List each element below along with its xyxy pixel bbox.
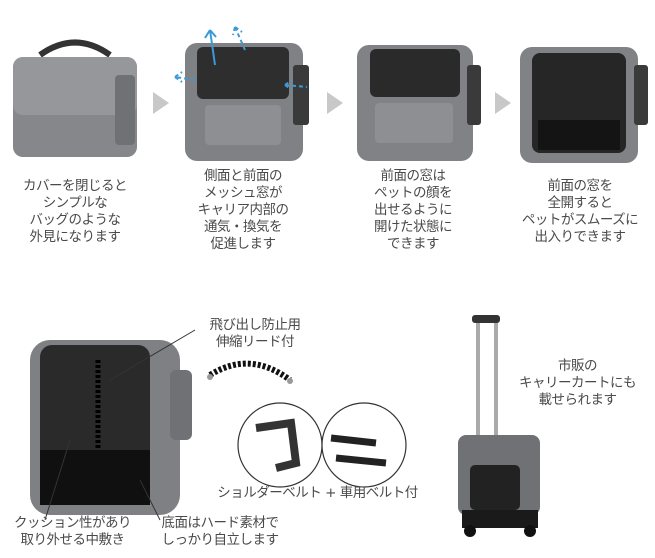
base-label: 底面はハード素材で しっかり自立します	[161, 515, 280, 548]
leash-label: 飛び出し防止用 伸縮リード付	[209, 317, 302, 350]
bag-fully-open-image	[520, 47, 648, 163]
belts-image	[237, 402, 407, 488]
bag-interior-image	[30, 329, 196, 521]
belts-label: ショルダーベルト + 車用ベルト付	[217, 485, 418, 501]
step-caption: 前面の窓を 全開すると ペットがスムーズに 出入りできます	[521, 178, 639, 245]
chevron-right-icon	[495, 92, 511, 114]
bag-closed-image	[13, 39, 137, 157]
cushion-label: クッション性があり 取り外せる中敷き	[14, 515, 132, 548]
bag-face-window-image	[357, 45, 481, 161]
step-caption: カバーを閉じると シンプルな バッグのような 外見になります	[23, 178, 128, 245]
leash-image	[207, 360, 293, 384]
step-caption: 側面と前面の メッシュ窓が キャリア内部の 通気・換気を 促進します	[197, 168, 290, 252]
step-caption: 前面の窓は ペットの顔を 出せるように 開けた状態に できます	[374, 168, 453, 252]
cart-image	[458, 315, 540, 537]
chevron-right-icon	[153, 92, 169, 114]
chevron-right-icon	[327, 92, 343, 114]
bag-mesh-vent-image	[174, 26, 309, 161]
cart-label: 市販の キャリーカートにも 載せられます	[519, 358, 637, 408]
